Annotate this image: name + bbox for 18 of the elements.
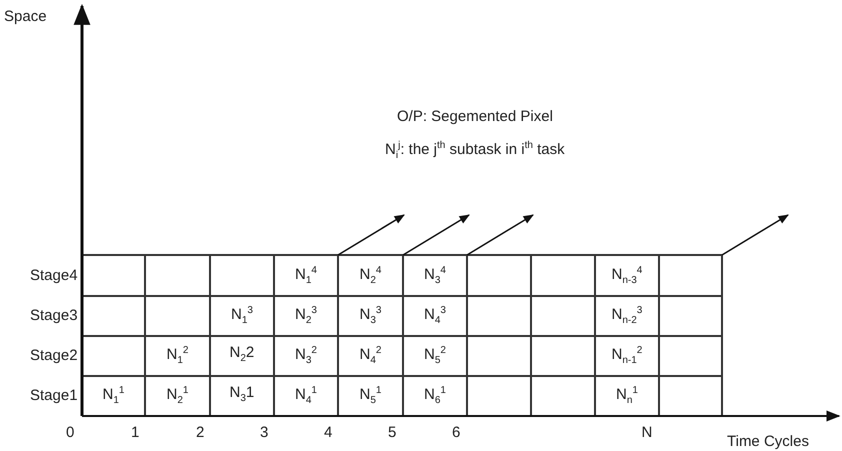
tick-label: 5	[388, 424, 396, 442]
subtask-label: N$_{3}$1	[230, 384, 254, 406]
tick-label: 3	[260, 424, 268, 442]
output-note: O/P: Segemented Pixel	[397, 108, 553, 126]
tick-label: 2	[196, 424, 204, 442]
stage-label: Stage2	[30, 347, 78, 365]
subtask-label: N$_{2}$2	[230, 344, 254, 366]
stage-label: Stage4	[30, 266, 78, 284]
tick-label: 4	[324, 424, 332, 442]
stage-label: Stage3	[30, 307, 78, 325]
stage-label: Stage1	[30, 387, 78, 405]
axis-title: Space	[4, 8, 47, 26]
tick-label: 1	[131, 424, 140, 442]
axis-title: Time Cycles	[727, 433, 809, 451]
tick-label: N	[642, 424, 652, 442]
notation-note: N$_{i}$$^{j}$: the j$^{th}$ subtask in i$^{th}$ task	[385, 139, 565, 163]
tick-label: 0	[66, 424, 74, 442]
tick-label: 6	[452, 424, 460, 442]
